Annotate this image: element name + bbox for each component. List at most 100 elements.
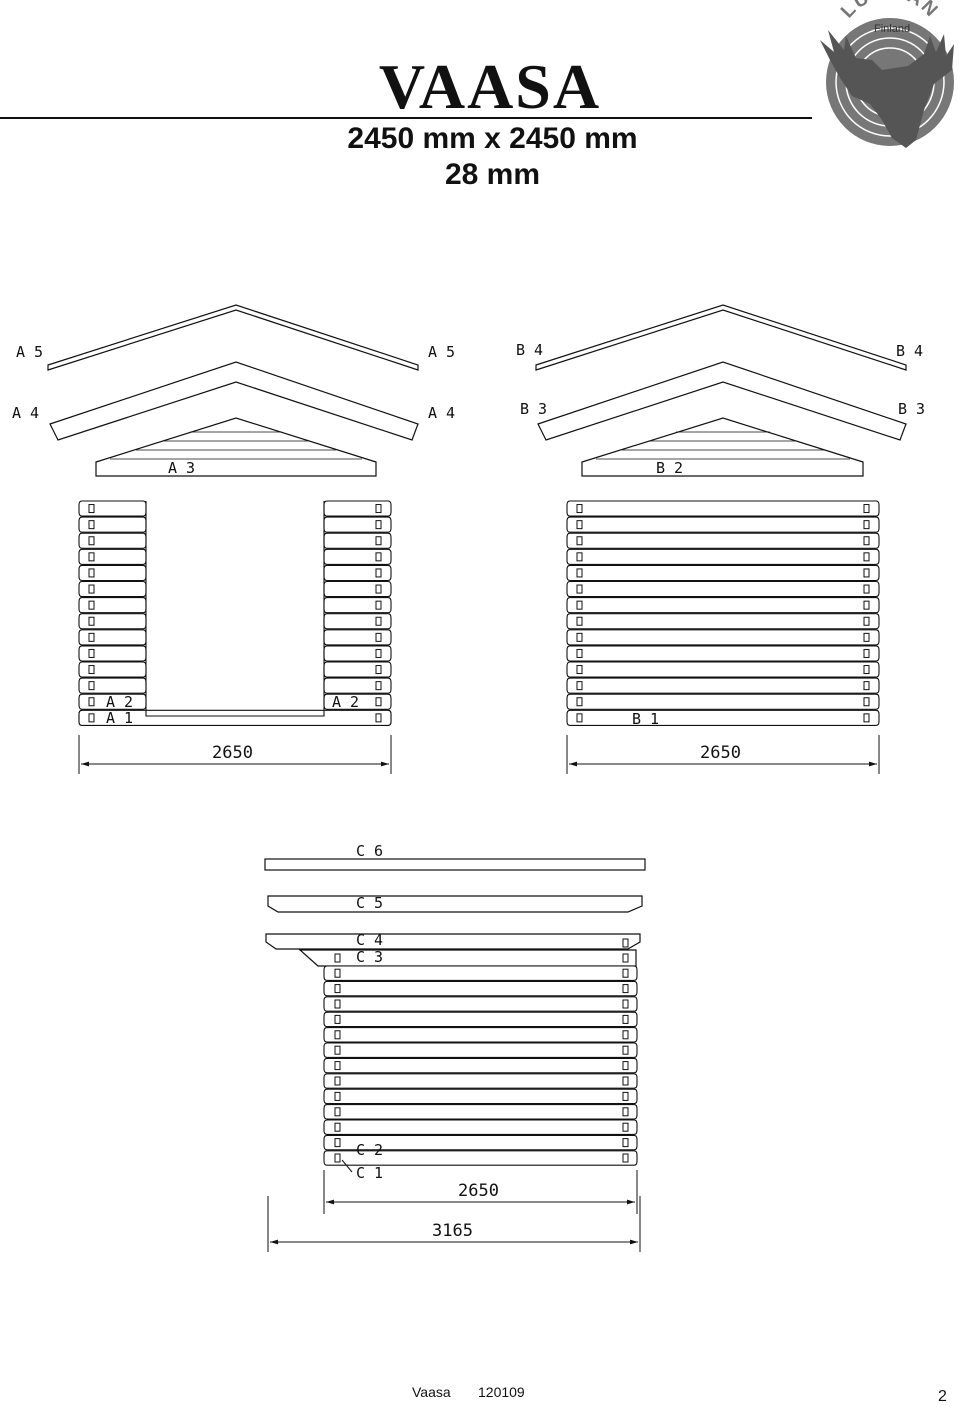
footer-code: 120109	[478, 1384, 525, 1400]
log-notch	[622, 1091, 629, 1101]
log-notch	[622, 938, 629, 948]
log-notch	[88, 681, 95, 691]
log-notch	[334, 953, 341, 963]
dim-gable-b: 2650	[700, 743, 741, 763]
log-c	[323, 980, 638, 997]
log-notch	[375, 600, 382, 610]
dim-gable-a: 2650	[212, 743, 253, 763]
log-notch	[88, 504, 95, 514]
log-notch	[88, 536, 95, 546]
roof-board-b4	[535, 304, 907, 371]
dim-side-inner: 2650	[458, 1181, 499, 1201]
log-b	[566, 564, 880, 582]
log-a1-sill	[78, 709, 392, 726]
gable-b	[535, 304, 907, 477]
label-b1: B 1	[632, 710, 659, 728]
label-a3: A 3	[168, 459, 195, 477]
log-c	[323, 1057, 638, 1074]
page-title: VAASA	[378, 51, 602, 122]
label-a2-right: A 2	[332, 693, 359, 711]
log-notch	[622, 1061, 629, 1071]
log-notch	[576, 632, 583, 642]
log-notch	[334, 1076, 341, 1086]
log-notch	[622, 1138, 629, 1148]
log-b	[566, 709, 880, 726]
log-notch	[375, 552, 382, 562]
logo-country: Finland	[874, 23, 910, 35]
label-b2: B 2	[656, 459, 683, 477]
log-notch	[334, 968, 341, 978]
log-notch	[576, 552, 583, 562]
log-notch	[375, 536, 382, 546]
log-b	[566, 548, 880, 565]
log-c	[323, 1073, 638, 1089]
log-c	[323, 1104, 638, 1120]
part-labels: A 5 A 5 A 4 A 4 A 3 A 2 A 2 A 1 B 4 B 4 …	[12, 341, 925, 1182]
log-notch	[622, 1030, 629, 1040]
label-c2: C 2	[356, 1141, 383, 1159]
c1-leader	[341, 1159, 353, 1173]
title-rule	[0, 117, 812, 119]
log-notch	[576, 665, 583, 675]
log-notch	[375, 665, 382, 675]
log-notch	[576, 536, 583, 546]
label-a5-left: A 5	[16, 343, 43, 361]
log-c	[323, 1027, 638, 1043]
footer-model-name: Vaasa	[412, 1384, 451, 1400]
log-notch	[375, 584, 382, 594]
log-b	[566, 645, 880, 662]
log-notch	[375, 632, 382, 642]
log-notch	[576, 697, 583, 707]
log-notch	[88, 552, 95, 562]
log-notch	[863, 713, 870, 723]
log-notch	[622, 984, 629, 994]
log-b	[566, 613, 880, 630]
log-c	[323, 1088, 638, 1105]
log-notch	[863, 520, 870, 530]
log-notch	[334, 1061, 341, 1071]
log-notch	[375, 504, 382, 514]
log-b	[566, 516, 880, 533]
log-c	[323, 965, 638, 981]
log-notch	[863, 632, 870, 642]
log-b	[566, 580, 880, 598]
dim-side-outer: 3165	[432, 1221, 473, 1241]
log-notch	[576, 600, 583, 610]
board-c4	[265, 933, 641, 950]
label-c4: C 4	[356, 931, 383, 949]
log-notch	[863, 536, 870, 546]
log-notch	[863, 584, 870, 594]
log-c	[323, 1150, 638, 1166]
side-c	[264, 858, 646, 967]
label-a4-right: A 4	[428, 404, 455, 422]
log-notch	[622, 1107, 629, 1117]
log-c	[323, 1042, 638, 1058]
log-b	[566, 677, 880, 694]
log-notch	[88, 568, 95, 578]
label-c1: C 1	[356, 1164, 383, 1182]
label-b4-left: B 4	[516, 341, 543, 359]
log-notch	[863, 616, 870, 626]
gable-triangle-lines	[110, 431, 362, 460]
log-notch	[622, 1045, 629, 1055]
dimension-labels: 2650 2650 2650 3165	[212, 743, 741, 1241]
log-notch	[375, 713, 382, 723]
label-a2-left: A 2	[106, 693, 133, 711]
log-b	[566, 629, 880, 646]
label-c6: C 6	[356, 842, 383, 860]
log-c	[323, 1011, 638, 1028]
log-walls	[78, 500, 880, 1166]
label-c5: C 5	[356, 894, 383, 912]
log-notch	[88, 648, 95, 658]
log-notch	[375, 568, 382, 578]
label-c3: C 3	[356, 948, 383, 966]
log-notch	[334, 1138, 341, 1148]
log-notch	[622, 1014, 629, 1024]
log-notch	[576, 504, 583, 514]
log-b	[566, 532, 880, 549]
label-b4-right: B 4	[896, 342, 923, 360]
log-c	[323, 1119, 638, 1135]
log-notch	[863, 552, 870, 562]
log-notch	[88, 713, 95, 723]
